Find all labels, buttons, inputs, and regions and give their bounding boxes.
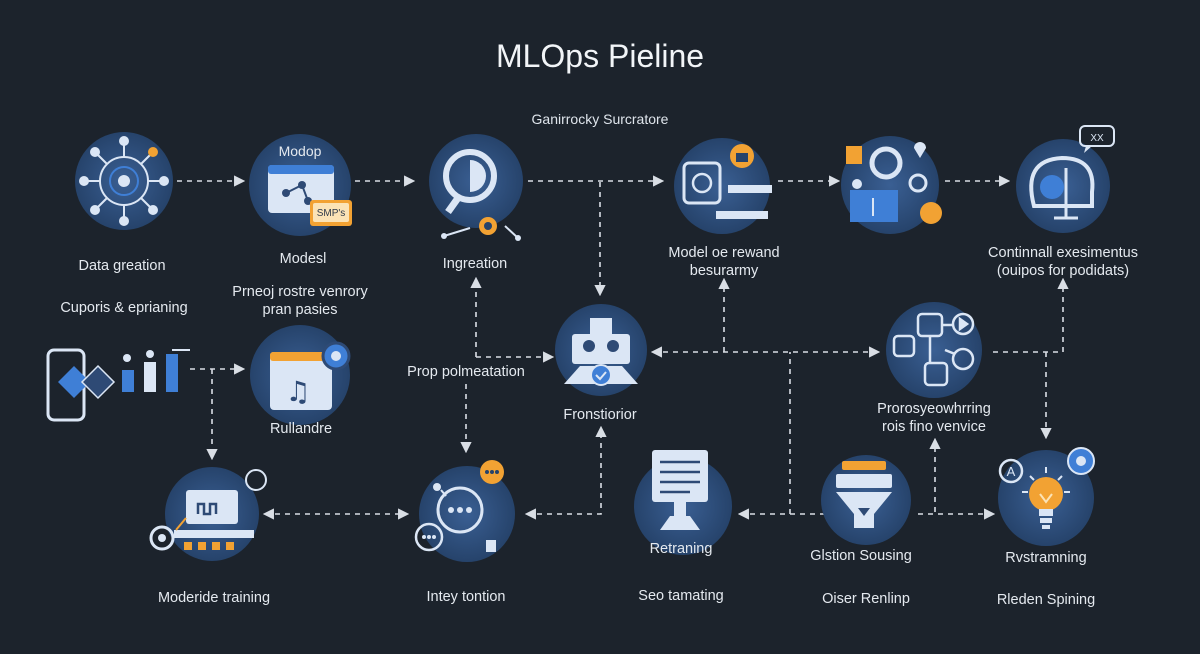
svg-text:XX: XX — [1090, 133, 1104, 144]
node-provisioning[interactable] — [886, 302, 982, 398]
speech-bubble-icon: XX — [1079, 125, 1115, 153]
chat-bubbles-icon — [414, 460, 504, 552]
label-models: Modesl — [279, 251, 327, 267]
robot-monitor-icon — [564, 318, 638, 386]
node-coporis[interactable] — [46, 348, 190, 422]
document-list-icon — [652, 450, 708, 530]
label-oiser-renlinp: Oiser Renlinp — [822, 591, 910, 607]
node-continual-experiments[interactable]: XX — [1016, 125, 1115, 233]
label-prop-polmeatation: Prop polmeatation — [407, 364, 525, 380]
dashboard-lock-icon — [682, 144, 772, 219]
node-glstion-sousing[interactable] — [821, 455, 911, 545]
label-fronstiorior: Fronstiorior — [563, 407, 637, 423]
magnifier-gear-icon — [441, 149, 521, 241]
node-intey-tontion[interactable] — [414, 460, 515, 562]
mobile-chart-icon — [46, 348, 190, 422]
label-continual-experiments: Continnall exesimentus(ouipos for podida… — [988, 245, 1138, 279]
node-rvstramning[interactable]: A — [998, 447, 1095, 546]
label-ingreation: Ingreation — [442, 256, 508, 272]
label-data-generation: Data greation — [78, 258, 166, 274]
svg-text:SMP's: SMP's — [317, 208, 346, 219]
label-rullandre: Rullandre — [269, 421, 333, 437]
label-glstion-sousing: Glstion Sousing — [810, 548, 912, 564]
node-fronstiorior[interactable] — [555, 304, 647, 396]
label-rvstramning: Rvstramning — [1005, 550, 1087, 566]
arrow-center-bottom — [524, 425, 607, 520]
node-model-reward[interactable] — [674, 138, 772, 234]
node-rullandre[interactable]: ♫ — [250, 325, 351, 425]
node-ingreation[interactable] — [429, 134, 523, 241]
brain-gear-icon — [1029, 155, 1095, 220]
label-coporis: Cuporis & eprianing — [60, 300, 188, 316]
svg-text:♫: ♫ — [285, 375, 310, 408]
label-retraning: Retraning — [649, 541, 713, 557]
screen-presentation-icon — [149, 469, 267, 551]
node-data-generation[interactable] — [75, 132, 173, 230]
label-seo-tamating: Seo tamating — [638, 588, 724, 604]
node-models[interactable]: Modop SMP's — [249, 134, 352, 236]
node-retraning[interactable] — [634, 450, 732, 555]
node-moderide-training[interactable] — [149, 467, 267, 561]
connector-arrows — [177, 175, 1069, 520]
label-rleden-spining: Rleden Spining — [996, 592, 1096, 608]
lightbulb-icon: A — [998, 447, 1095, 529]
diagram-subtitle: Ganirrocky Surcratore — [531, 111, 669, 127]
svg-text:A: A — [1007, 464, 1016, 479]
node-gears[interactable] — [841, 136, 942, 234]
gears-map-icon — [846, 142, 942, 224]
arrow-n10-to-n6 — [993, 277, 1069, 353]
neural-network-icon — [79, 136, 169, 226]
network-nodes-icon — [892, 312, 975, 387]
node-badge-top-text: Modop — [279, 143, 322, 159]
funnel-filter-icon — [836, 461, 892, 528]
smp-badge: SMP's — [310, 200, 352, 226]
music-window-icon: ♫ — [270, 341, 351, 410]
label-intey-tontion: Intey tontion — [426, 589, 506, 605]
diagram-title: MLOps Pieline — [495, 38, 705, 74]
label-moderide-training: Moderide training — [157, 590, 271, 606]
